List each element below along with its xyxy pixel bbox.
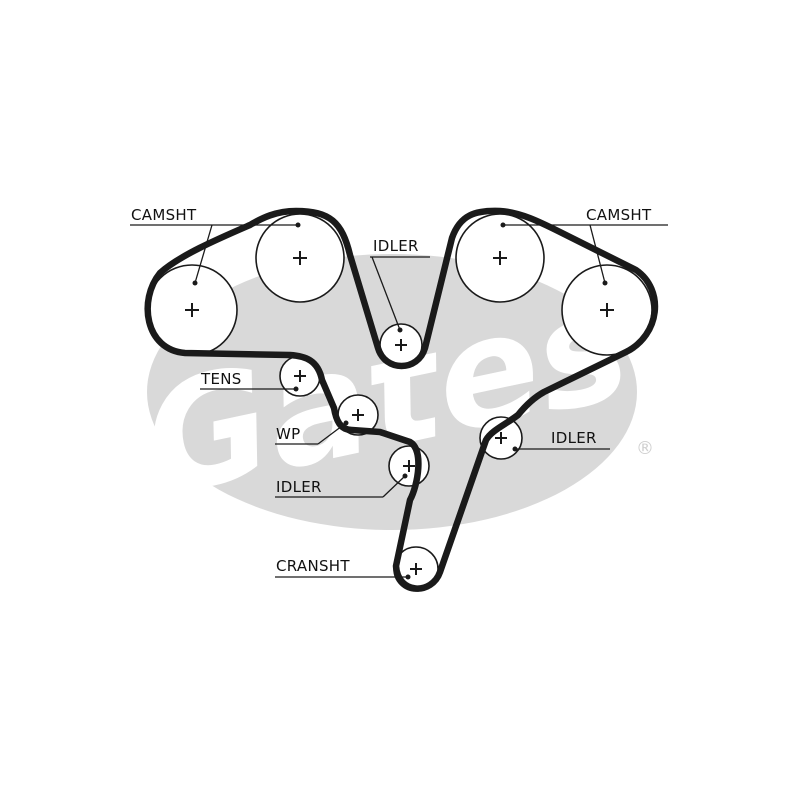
label-idler-left: IDLER (276, 478, 322, 496)
leader-dot (402, 473, 408, 479)
cross-icon (410, 563, 422, 575)
label-camshaft-right: CAMSHT (586, 206, 652, 224)
leader-dot (293, 386, 299, 392)
cross-icon (600, 303, 614, 317)
cross-icon (294, 370, 306, 382)
leader-dot (500, 222, 506, 228)
leader-dot (295, 222, 301, 228)
cross-icon (185, 303, 199, 317)
label-camshaft-left: CAMSHT (131, 206, 197, 224)
leader-dot (602, 280, 608, 286)
leader-dot (192, 280, 198, 286)
leader-dot (512, 446, 518, 452)
timing-belt (144, 207, 659, 592)
label-tensioner: TENS (200, 370, 242, 388)
label-water-pump: WP (276, 425, 300, 443)
leader-dot (405, 574, 411, 580)
leader-dot (343, 420, 349, 426)
leader-lines (130, 222, 668, 580)
cross-icon (493, 251, 507, 265)
leader-wp-diag (317, 422, 347, 445)
leader-camsht-right-diag (589, 224, 606, 284)
cross-icon (403, 460, 415, 472)
cross-icon (395, 339, 407, 351)
cross-icon (495, 432, 507, 444)
leader-dot (397, 327, 403, 333)
label-idler-top: IDLER (373, 237, 419, 255)
leader-camsht-left-diag (194, 224, 213, 284)
gates-watermark-logo: Gates ® (130, 254, 654, 530)
pulley-centers (185, 251, 614, 575)
watermark-ellipse (147, 254, 637, 530)
cross-icon (352, 409, 364, 421)
label-idler-right: IDLER (551, 429, 597, 447)
leader-idler-left-diag (382, 475, 406, 498)
leader-idler-top-diag (371, 256, 401, 331)
cross-icon (293, 251, 307, 265)
registered-mark: ® (636, 438, 654, 459)
component-labels: CAMSHT CAMSHT IDLER TENS WP IDLER IDLER … (131, 206, 652, 575)
label-crankshaft: CRANSHT (276, 557, 350, 575)
